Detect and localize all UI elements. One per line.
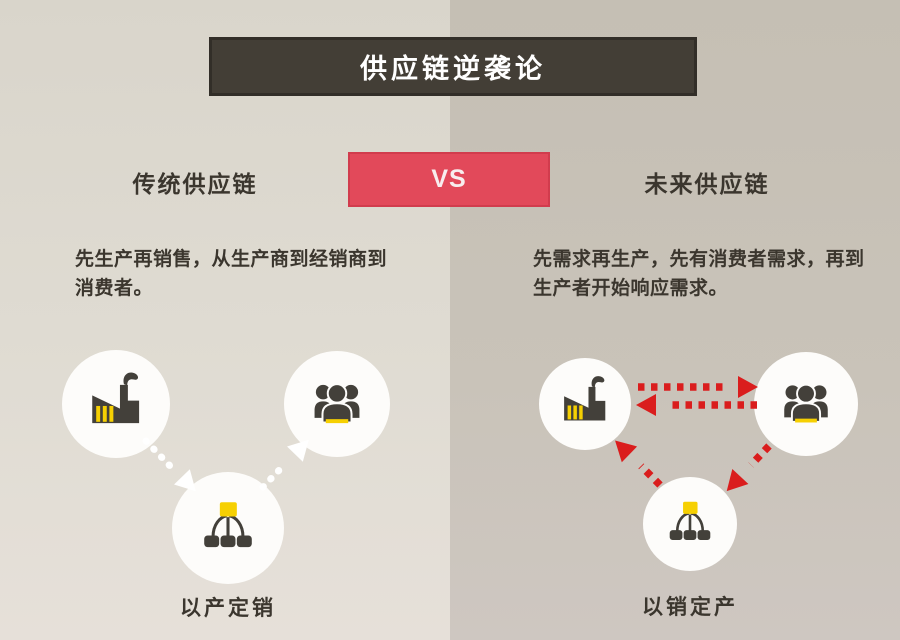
right-distribution-node — [643, 477, 737, 571]
left-panel-description: 先生产再销售，从生产商到经销商到消费者。 — [75, 249, 388, 300]
left-consumers-node — [284, 351, 390, 457]
factory-icon — [556, 373, 614, 436]
page-title: 供应链逆袭论 — [209, 37, 697, 96]
right-consumers-node — [754, 352, 858, 456]
people-group-icon — [304, 369, 370, 440]
left-factory-node — [62, 350, 170, 458]
right-panel-description: 先需求再生产，先有消费者需求，再到生产者开始响应需求。 — [533, 249, 865, 300]
distribution-network-icon — [194, 492, 262, 565]
right-panel-heading: 未来供应链 — [644, 171, 770, 197]
people-group-icon — [774, 370, 838, 439]
vs-badge: VS — [348, 152, 550, 207]
factory-icon — [83, 369, 149, 440]
distribution-network-icon — [661, 493, 719, 556]
right-factory-node — [539, 358, 631, 450]
left-distribution-node — [172, 472, 284, 584]
right-caption: 以销定产 — [642, 596, 738, 619]
left-panel-heading: 传统供应链 — [132, 171, 258, 197]
left-caption: 以产定销 — [180, 597, 276, 620]
